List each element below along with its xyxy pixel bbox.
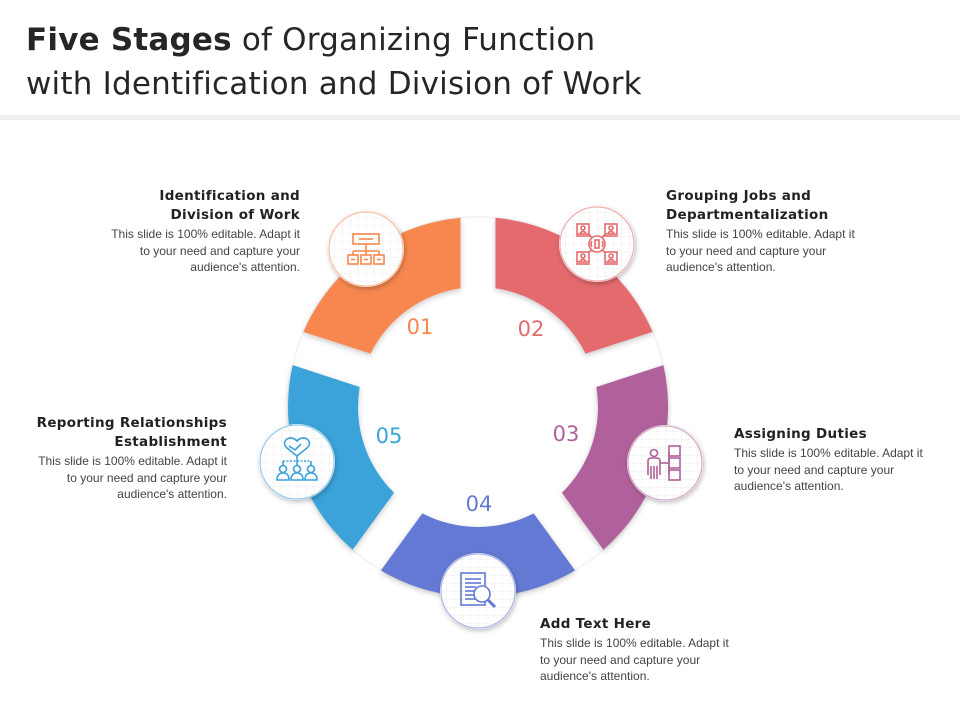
stage-3-heading: Assigning Duties <box>734 426 867 442</box>
stage-5-body: This slide is 100% editable. Adapt it to… <box>38 454 227 501</box>
ring-segment-1 <box>303 217 461 354</box>
title-line2: with Identification and Division of Work <box>26 66 642 102</box>
stage-4-text: Add Text Here This slide is 100% editabl… <box>540 615 735 685</box>
title-bold: Five Stages <box>26 22 232 58</box>
stage-1-icon-badge <box>328 211 404 287</box>
stage-2-heading-line1: Grouping Jobs and <box>666 188 812 204</box>
stage-4-icon-badge <box>440 553 516 629</box>
document-search-icon <box>460 572 497 609</box>
stage-4-heading: Add Text Here <box>540 616 652 632</box>
title-line1-rest: of Organizing Function <box>231 22 596 58</box>
handshake-team-icon <box>276 437 318 481</box>
ring-segment-3 <box>561 365 669 550</box>
person-tasks-icon <box>647 445 681 481</box>
ring-segments <box>288 217 669 597</box>
stage-2-body: This slide is 100% editable. Adapt it to… <box>666 227 855 274</box>
ring-segment-5 <box>288 365 395 550</box>
stage-numbers: 01 02 03 04 05 <box>376 315 580 516</box>
stage-2-heading-line2: Departmentalization <box>666 207 829 223</box>
stage-5-number: 05 <box>376 424 403 448</box>
stage-1-heading-line1: Identification and <box>159 188 300 204</box>
org-chart-icon <box>347 233 385 265</box>
stage-2-icon-badge <box>559 206 635 282</box>
stage-4-number: 04 <box>466 492 493 516</box>
stage-1-body: This slide is 100% editable. Adapt it to… <box>111 227 300 274</box>
stage-4-body: This slide is 100% editable. Adapt it to… <box>540 636 729 683</box>
stage-5-heading-line1: Reporting Relationships <box>36 415 227 431</box>
stage-3-number: 03 <box>553 422 580 446</box>
stage-1-number: 01 <box>407 315 434 339</box>
stage-3-text: Assigning Duties This slide is 100% edit… <box>734 425 929 495</box>
ring-segment-2 <box>495 217 653 354</box>
slide-title: Five Stages of Organizing Function with I… <box>26 18 642 106</box>
stage-icons <box>259 206 703 629</box>
title-divider <box>0 115 960 120</box>
stage-3-body: This slide is 100% editable. Adapt it to… <box>734 446 923 493</box>
stage-5-heading-line2: Establishment <box>114 434 227 450</box>
stage-5-icon-badge <box>259 424 335 500</box>
stage-3-icon-badge <box>627 425 703 501</box>
network-team-icon <box>576 223 618 265</box>
stage-1-heading-line2: Division of Work <box>170 207 300 223</box>
stage-2-number: 02 <box>518 317 545 341</box>
